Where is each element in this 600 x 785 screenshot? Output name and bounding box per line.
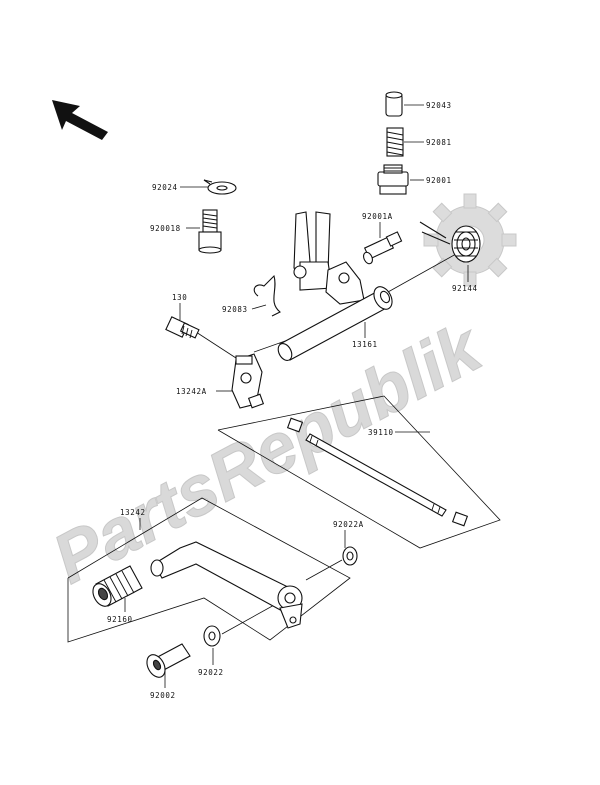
part-92001[interactable]: [377, 164, 409, 195]
part-13242[interactable]: [150, 541, 303, 629]
label-130: 130: [172, 293, 187, 302]
part-92144[interactable]: [419, 221, 481, 263]
part-92081[interactable]: [386, 127, 404, 157]
label-13161: 13161: [352, 340, 378, 349]
part-920018[interactable]: [198, 209, 222, 254]
group-outlines: [67, 395, 501, 643]
label-92022: 92022: [198, 668, 224, 677]
label-92001A: 92001A: [362, 212, 393, 221]
part-39110[interactable]: [286, 417, 469, 527]
watermark: PartsRepublik: [40, 193, 517, 599]
part-92022[interactable]: [203, 625, 221, 647]
part-92083[interactable]: [253, 274, 281, 317]
part-13161[interactable]: [275, 211, 395, 363]
label-92002: 92002: [150, 691, 176, 700]
part-13242A[interactable]: [231, 353, 265, 409]
front-arrow-icon: [52, 100, 108, 140]
part-130[interactable]: [165, 316, 200, 339]
part-labels: 92043 92081 92001 92024 920018 92001A 92…: [107, 101, 478, 700]
label-13242: 13242: [120, 508, 146, 517]
label-92001: 92001: [426, 176, 452, 185]
part-92001A[interactable]: [362, 231, 403, 265]
part-92022A[interactable]: [342, 546, 358, 566]
label-92022A: 92022A: [333, 520, 364, 529]
label-92160: 92160: [107, 615, 133, 624]
part-92024[interactable]: [203, 179, 237, 195]
part-92043[interactable]: [385, 91, 403, 117]
label-39110: 39110: [368, 428, 394, 437]
label-92083: 92083: [222, 305, 248, 314]
label-920018: 920018: [150, 224, 181, 233]
part-92160[interactable]: [89, 565, 143, 609]
watermark-text: PartsRepublik: [40, 307, 495, 598]
label-92024: 92024: [152, 183, 178, 192]
label-92081: 92081: [426, 138, 452, 147]
part-92002[interactable]: [143, 643, 191, 680]
label-13242A: 13242A: [176, 387, 207, 396]
label-92144: 92144: [452, 284, 478, 293]
label-92043: 92043: [426, 101, 452, 110]
